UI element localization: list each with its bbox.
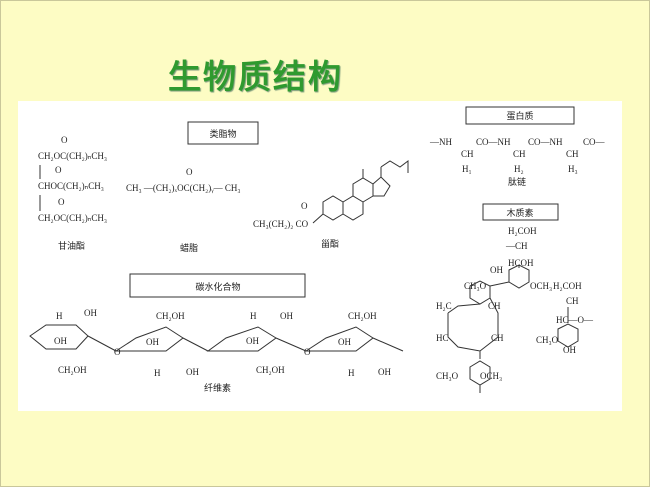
svg-text:H₃: H₃ (568, 164, 578, 174)
svg-text:CHOC(CH₂)ₙCH₃: CHOC(CH₂)ₙCH₃ (38, 181, 104, 191)
svg-text:H₂COH: H₂COH (508, 226, 537, 236)
biomass-structures-diagram: 类脂物 O CH₂OC(CH₂)ₙCH₃ O CHOC(CH₂)ₙCH₃ O C… (29, 106, 606, 394)
svg-text:CH₂OH: CH₂OH (58, 365, 87, 375)
svg-text:CH₃(CH₂)₂ CO: CH₃(CH₂)₂ CO (253, 219, 309, 229)
cellulose-chain: H OH OH CH₂OH O CH₂OH OH OH H H OH OH CH… (29, 308, 404, 378)
svg-text:CH: CH (461, 149, 474, 159)
sterol-ester-structure: O CH₃(CH₂)₂ CO 甾酯 (253, 160, 409, 250)
glyceride-structure: O CH₂OC(CH₂)ₙCH₃ O CHOC(CH₂)ₙCH₃ O CH₂OC… (38, 135, 107, 252)
svg-text:CH₃O: CH₃O (536, 335, 559, 345)
svg-text:CH: CH (566, 296, 579, 306)
svg-text:CH₂OC(CH₂)ₙCH₃: CH₂OC(CH₂)ₙCH₃ (38, 151, 107, 161)
carbohydrate-section: 碳水化合物 H OH OH CH₂OH O CH₂OH OH OH H H OH… (29, 273, 404, 394)
svg-text:OCH₃: OCH₃ (480, 371, 502, 381)
svg-text:碳水化合物: 碳水化合物 (195, 281, 240, 293)
svg-text:CH₃O: CH₃O (464, 281, 487, 291)
svg-text:类脂物: 类脂物 (209, 128, 236, 140)
svg-text:O: O (301, 201, 308, 211)
svg-text:OH: OH (280, 311, 293, 321)
glyceride-label: 甘油酯 (58, 240, 85, 252)
svg-text:CH₃ —(CH₂)ₓOC(CH₂)ᵧ— CH₃: CH₃ —(CH₂)ₓOC(CH₂)ᵧ— CH₃ (126, 183, 241, 194)
svg-text:CO—NH: CO—NH (476, 137, 511, 147)
lignin-section: 木质素 H₂COH —CH HCOH OH CH₃O OCH₃ H₂COH CH… (436, 203, 594, 393)
svg-text:H₂COH: H₂COH (553, 281, 582, 291)
svg-text:OH: OH (186, 367, 199, 377)
svg-text:OH: OH (338, 337, 351, 347)
lipids-header: 类脂物 (187, 121, 259, 145)
svg-text:O: O (55, 165, 62, 175)
protein-section: 蛋白质 —NH CO—NH CO—NH CO— CH CH CH H₁ H₂ H… (429, 106, 606, 188)
svg-text:OH: OH (54, 336, 67, 346)
svg-text:CH₂OH: CH₂OH (348, 311, 377, 321)
svg-text:HC—O—: HC—O— (556, 315, 594, 325)
svg-text:H₂: H₂ (514, 164, 524, 174)
svg-text:O: O (304, 347, 311, 357)
svg-text:H₁: H₁ (462, 164, 472, 174)
svg-text:O: O (114, 347, 121, 357)
sterol-ester-label: 甾酯 (321, 238, 339, 250)
svg-text:H: H (250, 311, 257, 321)
svg-text:CO—: CO— (583, 137, 606, 147)
svg-text:CH: CH (566, 149, 579, 159)
svg-text:H: H (348, 368, 355, 378)
svg-text:OH: OH (490, 265, 503, 275)
svg-text:O: O (61, 135, 68, 145)
svg-text:HC: HC (436, 333, 449, 343)
svg-text:OH: OH (246, 336, 259, 346)
svg-text:CO—NH: CO—NH (528, 137, 563, 147)
svg-text:OH: OH (84, 308, 97, 318)
svg-text:H: H (154, 368, 161, 378)
svg-text:蛋白质: 蛋白质 (506, 110, 533, 122)
svg-text:HCOH: HCOH (508, 258, 534, 268)
svg-text:CH: CH (513, 149, 526, 159)
svg-text:H: H (56, 311, 63, 321)
svg-text:O: O (58, 197, 65, 207)
svg-text:CH₃O: CH₃O (436, 371, 459, 381)
svg-text:OH: OH (146, 337, 159, 347)
wax-structure: O CH₃ —(CH₂)ₓOC(CH₂)ᵧ— CH₃ 蜡脂 (126, 167, 241, 254)
svg-text:木质素: 木质素 (506, 207, 533, 219)
slide-title: 生物质结构 (168, 57, 343, 96)
svg-text:O: O (186, 167, 193, 177)
svg-text:OCH₃: OCH₃ (530, 281, 552, 291)
wax-label: 蜡脂 (180, 242, 198, 254)
svg-text:OH: OH (563, 345, 576, 355)
svg-text:CH₂OH: CH₂OH (256, 365, 285, 375)
cellulose-label: 纤维素 (204, 382, 231, 394)
svg-text:—NH: —NH (429, 137, 452, 147)
svg-text:H₂C: H₂C (436, 301, 452, 311)
svg-text:—CH: —CH (505, 241, 528, 251)
svg-text:CH₂OH: CH₂OH (156, 311, 185, 321)
svg-text:OH: OH (378, 367, 391, 377)
diagram-panel: 类脂物 O CH₂OC(CH₂)ₙCH₃ O CHOC(CH₂)ₙCH₃ O C… (18, 101, 622, 411)
peptide-chain-label: 肽链 (508, 176, 526, 188)
svg-text:CH₂OC(CH₂)ₙCH₃: CH₂OC(CH₂)ₙCH₃ (38, 213, 107, 223)
